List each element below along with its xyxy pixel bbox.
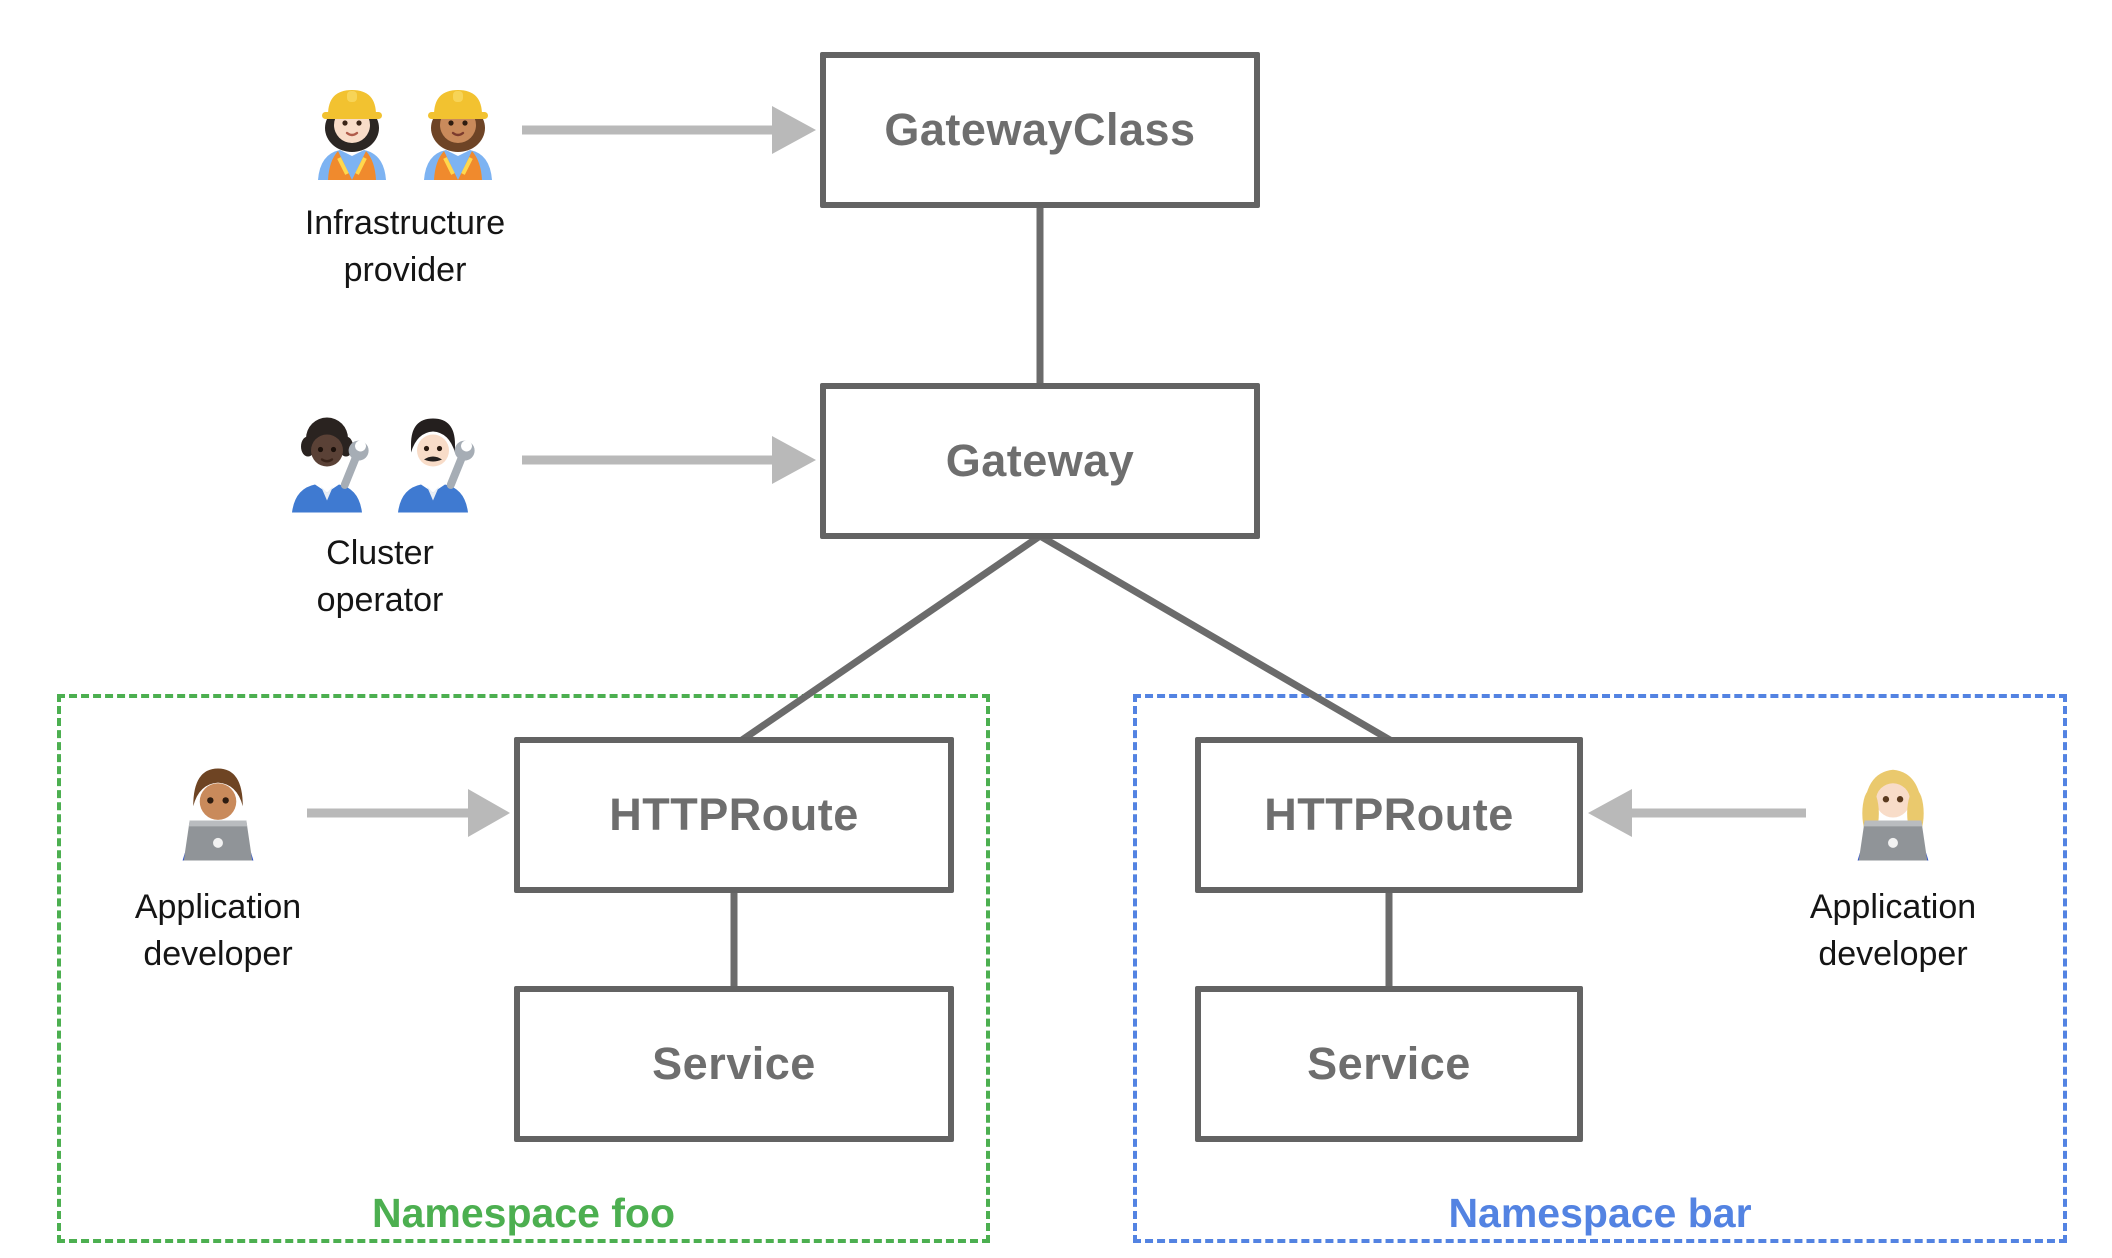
namespace-bar-boundary: Namespace bar	[1133, 694, 2067, 1243]
emoji-row	[302, 60, 508, 190]
node-label: GatewayClass	[884, 104, 1196, 155]
node-label: HTTPRoute	[1264, 789, 1514, 840]
woman-construction-worker-light-emoji	[318, 90, 386, 180]
persona-label: Infrastructure provider	[304, 204, 506, 289]
arrow-head	[772, 106, 816, 154]
arrow-app-developer-to-httproute-bar	[1588, 789, 1806, 837]
woman-construction-worker-medium-emoji	[424, 90, 492, 180]
persona-label: Application developer	[1809, 888, 1977, 973]
namespace-foo-boundary: Namespace foo	[57, 694, 990, 1243]
edge-gateway-httproute-bar	[1038, 532, 1392, 744]
man-mechanic-light-emoji	[398, 418, 475, 513]
node-service-bar: Service	[1195, 986, 1583, 1142]
node-label: Service	[1307, 1038, 1471, 1089]
arrow-cluster-operator-to-gateway	[522, 436, 816, 484]
arrow-infrastructure-provider-to-gatewayclass	[522, 106, 816, 154]
emoji-row	[1834, 748, 1952, 874]
namespace-foo-label: Namespace foo	[371, 1190, 676, 1236]
persona-cluster-operator: Cluster operator	[200, 395, 560, 624]
emoji-row	[159, 748, 277, 874]
node-service-foo: Service	[514, 986, 954, 1142]
node-httproute-bar: HTTPRoute	[1195, 737, 1583, 893]
node-label: HTTPRoute	[609, 789, 859, 840]
persona-app-developer-foo: Application developer	[38, 748, 398, 978]
node-gatewayclass: GatewayClass	[820, 52, 1260, 208]
mechanic-dark-emoji	[292, 417, 369, 513]
arrow-app-developer-to-httproute-foo	[307, 789, 510, 837]
man-technologist-emoji	[182, 768, 254, 861]
node-httproute-foo: HTTPRoute	[514, 737, 954, 893]
persona-infrastructure-provider: Infrastructure provider	[225, 60, 585, 294]
woman-technologist-emoji	[1857, 769, 1929, 861]
arrow-head	[1588, 789, 1632, 837]
persona-app-developer-bar: Application developer	[1713, 748, 2073, 978]
arrow-head	[772, 436, 816, 484]
emoji-row	[277, 395, 483, 520]
node-label: Service	[652, 1038, 816, 1089]
node-label: Gateway	[945, 435, 1135, 486]
node-gateway: Gateway	[820, 383, 1260, 539]
persona-label: Application developer	[134, 888, 302, 973]
edge-gateway-httproute-foo	[740, 533, 1042, 743]
arrow-head	[468, 789, 510, 837]
persona-label: Cluster operator	[316, 534, 444, 619]
namespace-bar-label: Namespace bar	[1448, 1190, 1752, 1236]
